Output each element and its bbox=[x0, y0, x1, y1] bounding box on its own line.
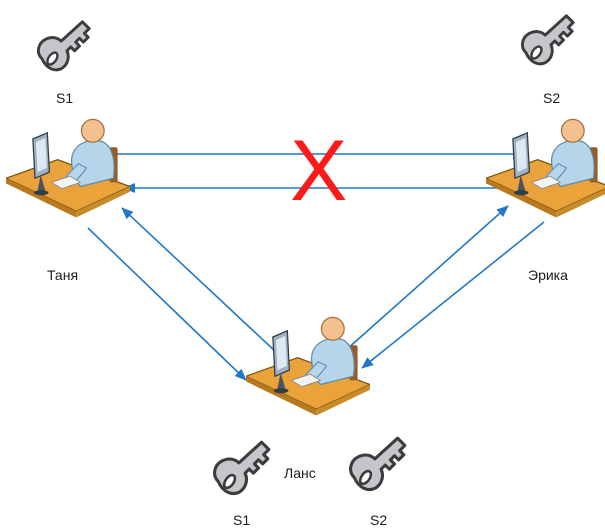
key-icon bbox=[36, 20, 91, 72]
key-label-lans-s2: S2 bbox=[370, 512, 388, 528]
arrow-erika-to-lans bbox=[361, 221, 545, 369]
user-tanya-icon bbox=[6, 118, 130, 219]
arrow-lans-to-tanya bbox=[121, 207, 277, 353]
user-erika-icon bbox=[486, 118, 605, 219]
key-label-erika: S2 bbox=[543, 90, 561, 106]
blocked-channel-mark: X bbox=[290, 123, 348, 219]
user-label-lans: Ланс bbox=[284, 465, 316, 481]
user-label-tanya: Таня bbox=[47, 267, 79, 283]
key-icon bbox=[213, 440, 271, 496]
connection-arrows bbox=[87, 149, 545, 381]
user-label-erika: Эрика bbox=[528, 267, 568, 283]
key-label-tanya: S1 bbox=[56, 90, 74, 106]
arrow-tanya-to-lans bbox=[87, 227, 247, 381]
arrow-lans-to-erika bbox=[345, 205, 509, 351]
key-icon bbox=[520, 14, 575, 66]
key-icon bbox=[349, 436, 407, 492]
key-label-lans-s1: S1 bbox=[233, 512, 251, 528]
user-lans-icon bbox=[246, 316, 370, 417]
